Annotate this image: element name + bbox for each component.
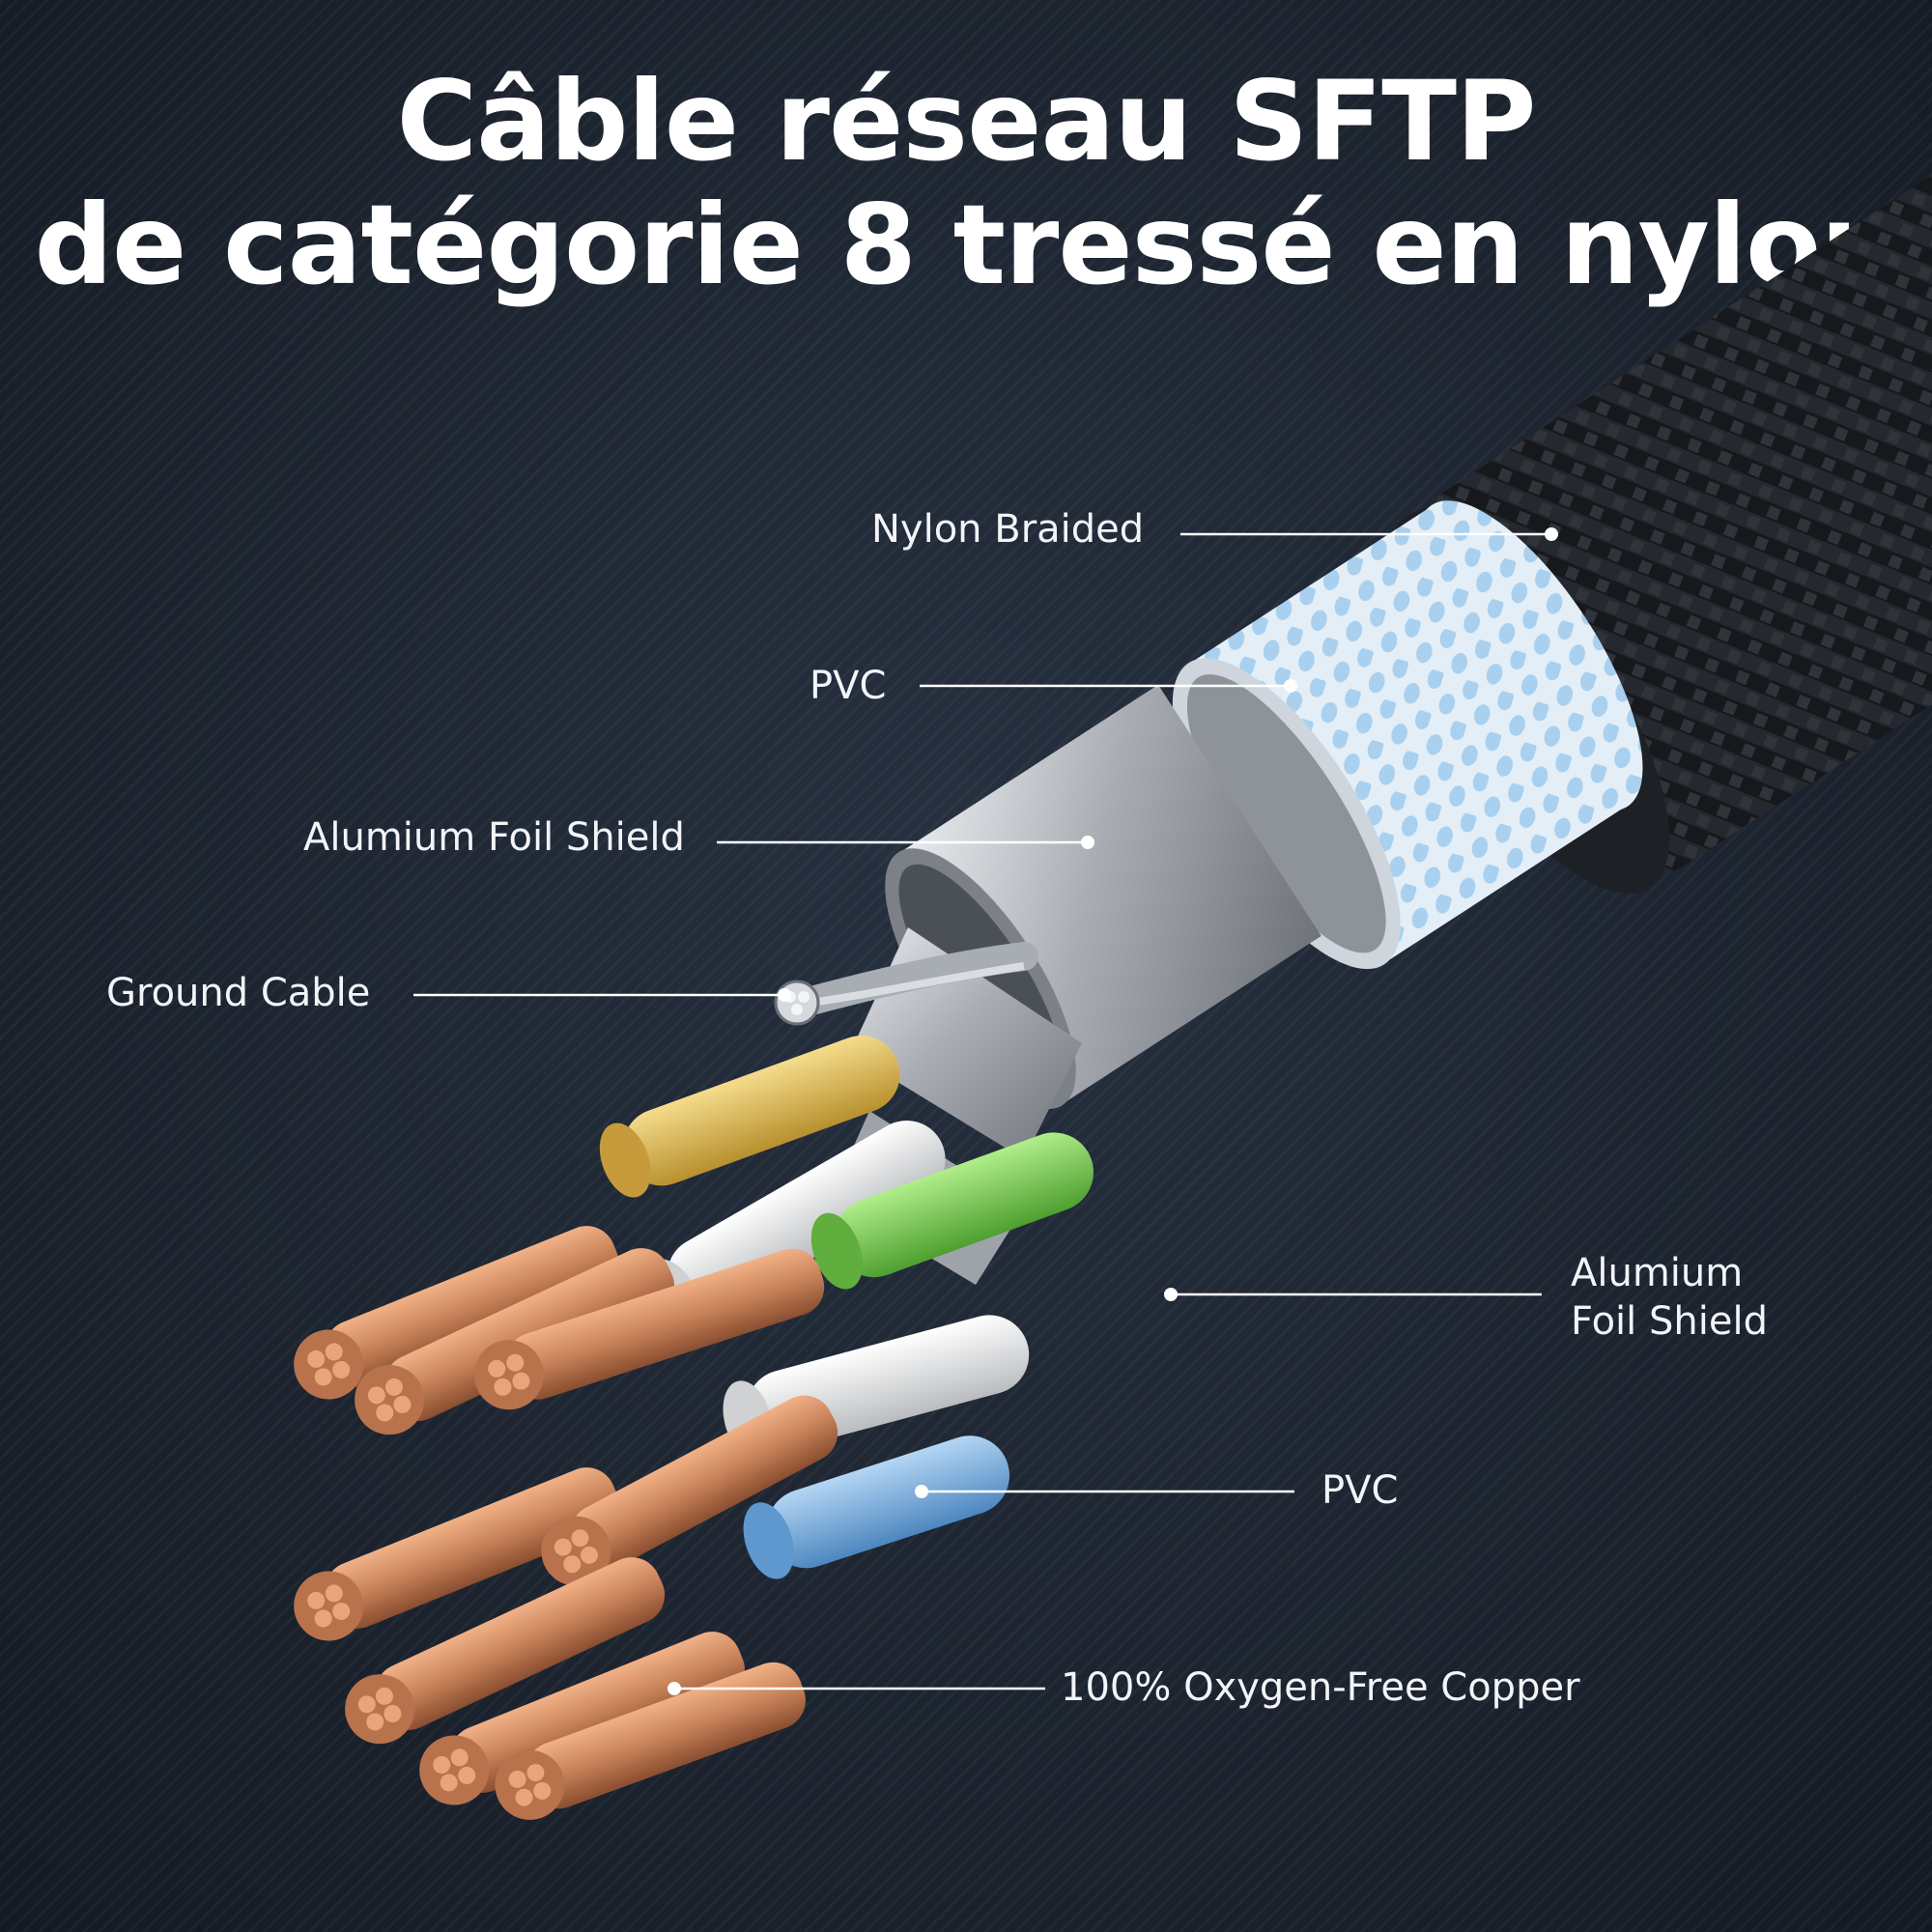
callout-foil-inner-line-1: Alumium	[1571, 1251, 1744, 1295]
callout-nylon-braided: Nylon Braided	[871, 507, 1145, 552]
callout-foil-outer: Alumium Foil Shield	[303, 815, 685, 860]
callout-leaders	[413, 527, 1558, 1695]
callout-foil-inner: Alumium Foil Shield	[1571, 1249, 1768, 1346]
callout-foil-inner-line-2: Foil Shield	[1571, 1299, 1768, 1344]
pvc-jacket-layer	[1172, 500, 1643, 970]
callout-ground-cable: Ground Cable	[106, 971, 371, 1015]
title-line-1: Câble réseau SFTP	[396, 57, 1536, 185]
copper-conductors	[294, 1226, 838, 1820]
callout-pvc-inner: PVC	[1321, 1468, 1399, 1513]
callout-pvc-outer: PVC	[810, 664, 887, 708]
title-line-2: de catégorie 8 tressé en nylon	[34, 180, 1898, 309]
callout-copper: 100% Oxygen-Free Copper	[1061, 1665, 1580, 1710]
page-title: Câble réseau SFTP de catégorie 8 tressé …	[0, 60, 1932, 306]
